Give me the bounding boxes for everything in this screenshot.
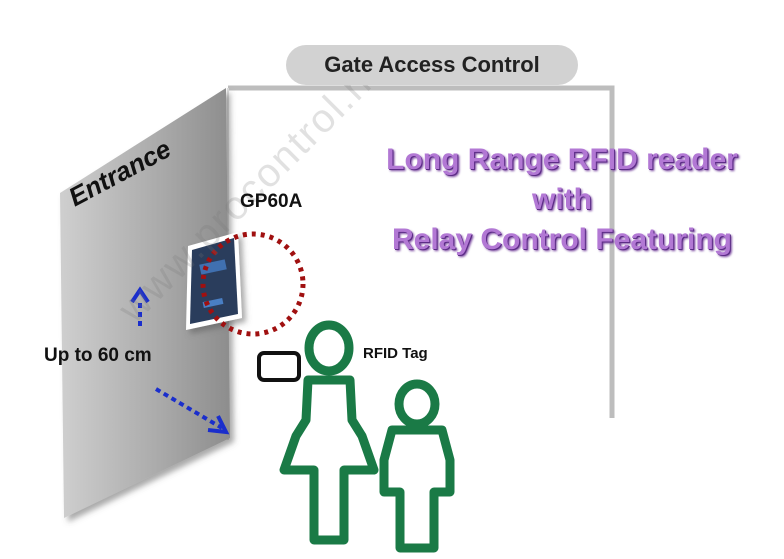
rfid-tag-icon xyxy=(257,351,301,382)
range-circle-icon xyxy=(200,231,306,337)
headline-line-3: Relay Control Featuring xyxy=(391,223,733,256)
headline: Long Range RFID reader with Relay Contro… xyxy=(340,140,784,260)
rfid-tag-label: RFID Tag xyxy=(363,345,428,362)
arrow-diagonal-icon xyxy=(154,387,230,435)
headline-line-1: Long Range RFID reader xyxy=(386,143,738,176)
reader-model-label: GP60A xyxy=(240,191,303,212)
person-icon xyxy=(279,320,379,545)
entrance-wall xyxy=(60,88,230,518)
rfid-reader-icon xyxy=(186,232,242,330)
back-wall-outline xyxy=(228,85,615,418)
distance-label: Up to 60 cm xyxy=(44,345,152,366)
person-icon-2 xyxy=(379,379,455,553)
arrow-up-icon xyxy=(130,286,150,326)
title-pill: Gate Access Control xyxy=(286,45,578,85)
headline-line-2: with xyxy=(532,183,592,216)
